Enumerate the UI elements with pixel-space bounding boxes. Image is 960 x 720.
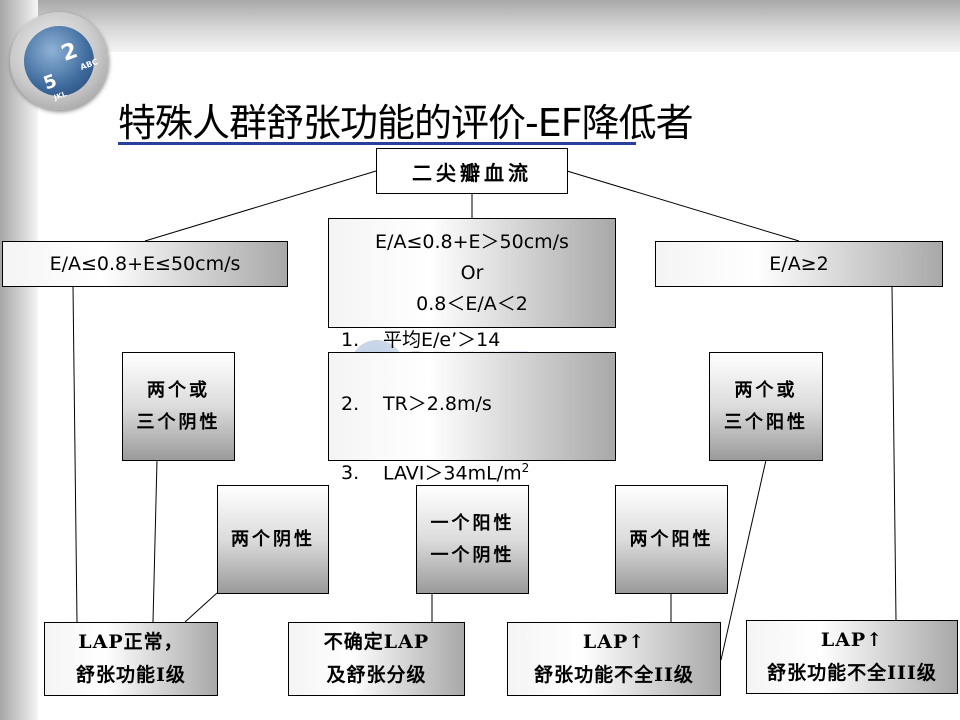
criteria-superscript: 2	[521, 460, 530, 475]
left-band	[0, 0, 38, 720]
outcome-indeterminate-node: 不确定LAP 及舒张分级	[288, 622, 465, 696]
left-negative-node: 两个或 三个阴性	[122, 352, 235, 461]
criteria-num-2: 2.	[341, 392, 360, 415]
outcome-normal-lap-node: LAP正常， 舒张功能I级	[44, 622, 218, 696]
connector-left-out1	[72, 285, 78, 623]
outcome-grade2-node: LAP↑ 舒张功能不全II级	[507, 622, 721, 696]
left-criteria-node: E/A≤0.8+E≤50cm/s	[2, 241, 288, 287]
one-positive-one-negative-node: 一个阳性 一个阴性	[416, 485, 529, 594]
root-node: 二尖瓣血流	[376, 148, 568, 194]
criteria-item-2: 2. TR＞2.8m/s	[341, 388, 529, 420]
criteria-item-3: 3. LAVI＞34mL/m2	[341, 452, 529, 489]
criteria-num-3: 3.	[341, 462, 360, 485]
right-criteria-node: E/A≥2	[655, 241, 943, 287]
connector-root-right	[566, 170, 800, 242]
mid-criteria-node: E/A≤0.8+E＞50cm/s Or 0.8＜E/A＜2	[328, 218, 616, 328]
criteria-text-1: 平均E/e’＞14	[383, 328, 501, 351]
criteria-list-node: 1. 平均E/e’＞14 2. TR＞2.8m/s 3. LAVI＞34mL/m2	[328, 329, 616, 484]
keypad-logo: 2 ABC 5 JKL	[10, 12, 108, 110]
two-positive-node: 两个阳性	[615, 485, 728, 594]
connector-right-out4	[891, 285, 897, 621]
criteria-list: 1. 平均E/e’＞14 2. TR＞2.8m/s 3. LAVI＞34mL/m2	[341, 292, 529, 521]
criteria-text-3: LAVI＞34mL/m	[383, 462, 522, 485]
header-band	[0, 0, 960, 52]
title-underline	[118, 142, 636, 145]
outcome-grade3-node: LAP↑ 舒张功能不全III级	[746, 620, 958, 694]
keypad-logo-icon: 2 ABC 5 JKL	[24, 26, 99, 102]
connector-root-left	[144, 170, 377, 242]
connector-leftneg-out1	[152, 459, 158, 623]
slide-title: 特殊人群舒张功能的评价-EF降低者	[118, 101, 694, 145]
criteria-num-1: 1.	[341, 328, 360, 351]
connector-rightpos-out3	[720, 459, 767, 661]
criteria-text-2: TR＞2.8m/s	[383, 392, 492, 415]
two-negative-node: 两个阴性	[217, 485, 329, 594]
connector-twoneg-out1	[184, 592, 218, 623]
criteria-item-1: 1. 平均E/e’＞14	[341, 324, 529, 356]
right-positive-node: 两个或 三个阳性	[709, 352, 823, 461]
